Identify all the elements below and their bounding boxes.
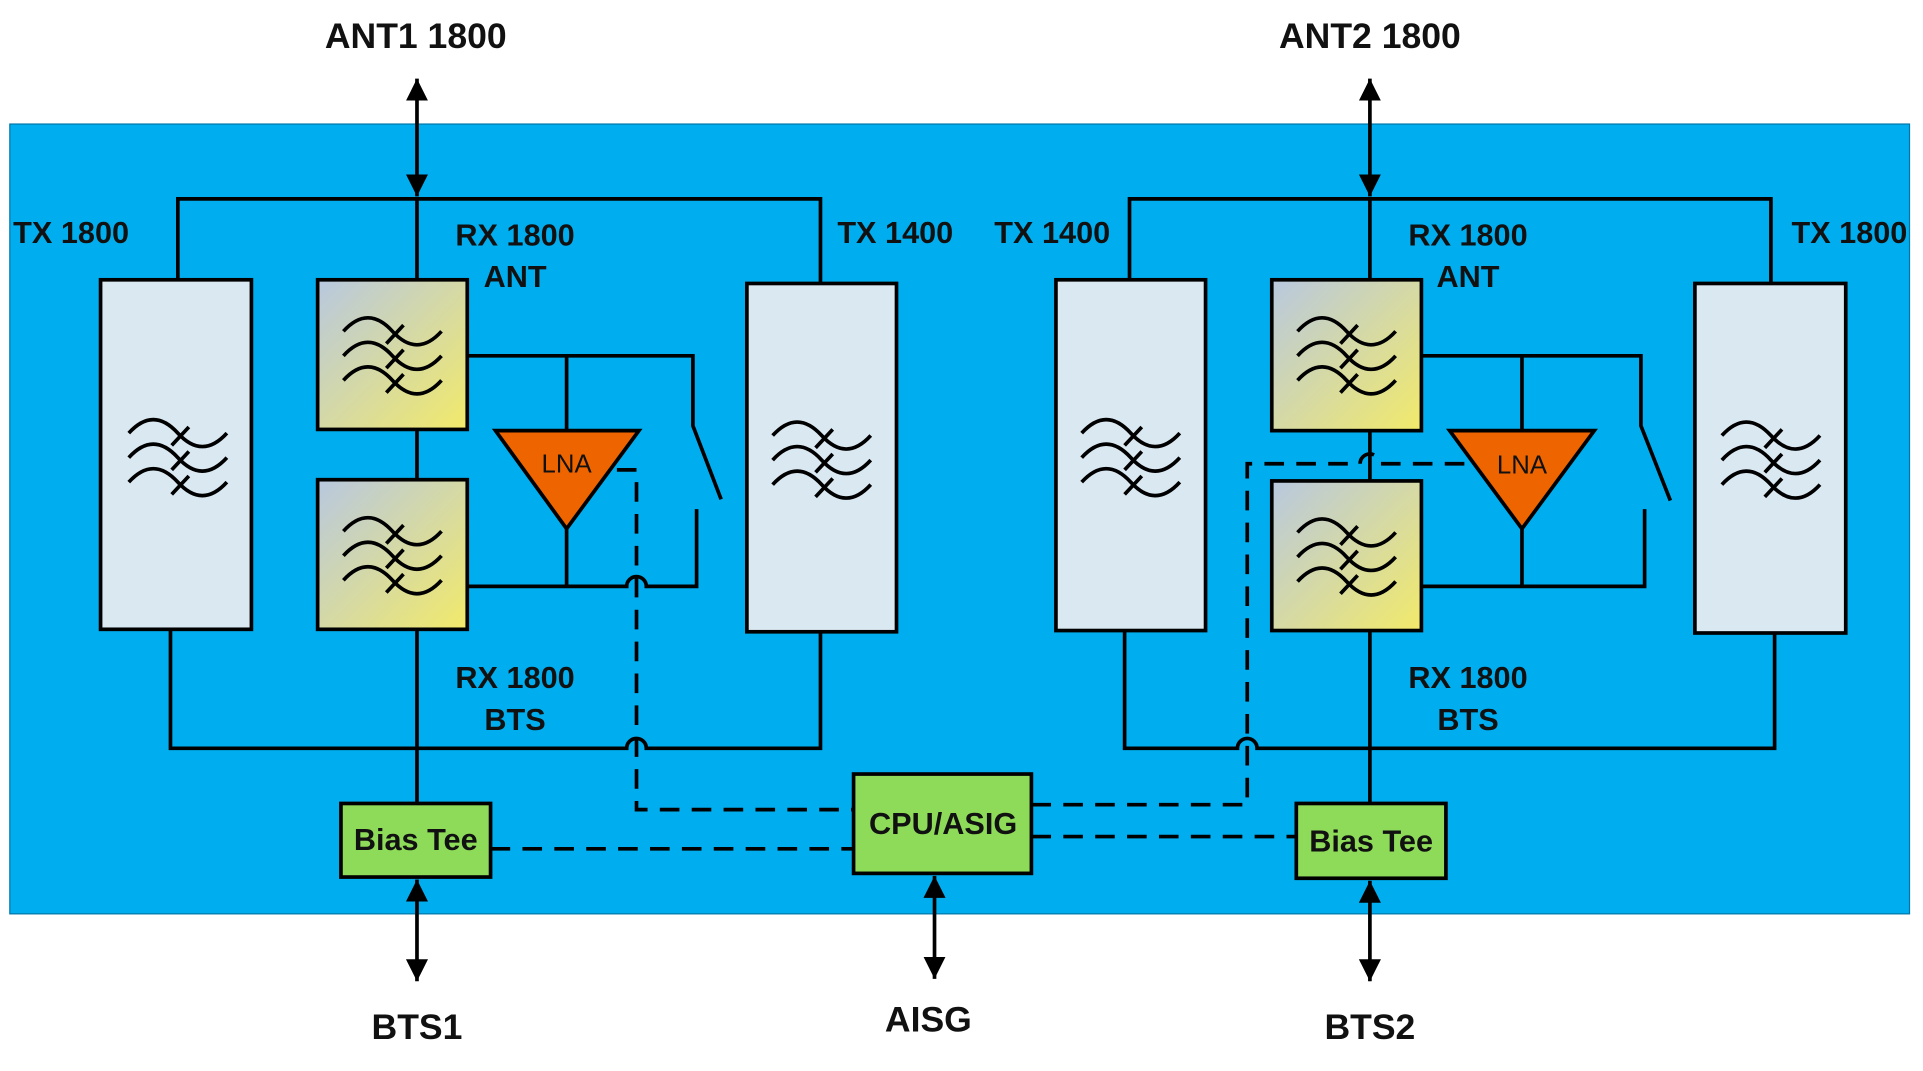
bias-tee-label: Bias Tee (354, 823, 478, 857)
cpu-asig-block (851, 772, 1034, 876)
cpu-label: CPU/ASIG (869, 807, 1017, 841)
lna-label: LNA (542, 450, 593, 478)
rx-ant-label: ANT (484, 260, 547, 294)
rx-bts-label: BTS (484, 703, 545, 737)
bias-tee-left (339, 801, 493, 879)
bias-tee-label: Bias Tee (1309, 824, 1433, 858)
tx-label: TX 1800 (1791, 216, 1907, 250)
tx-label: TX 1800 (13, 216, 129, 250)
lna-left (491, 428, 643, 532)
rx-ant-label: ANT (1436, 260, 1499, 294)
bts1-label: BTS1 (372, 1007, 463, 1047)
lna-right (1445, 428, 1598, 532)
tx-label: TX 1400 (994, 216, 1110, 250)
ant1-label: ANT1 1800 (325, 16, 507, 56)
rx-bts-label: RX 1800 (1408, 661, 1527, 695)
ant2-label: ANT2 1800 (1279, 16, 1461, 56)
left-path: LNA Bias Tee TX 1800 TX 1400 RX 1800 ANT… (13, 78, 953, 982)
tx-label: TX 1400 (837, 216, 953, 250)
rx-ant-label: RX 1800 (1408, 218, 1527, 252)
rx-ant-label: RX 1800 (455, 218, 574, 252)
aisg-label: AISG (885, 1000, 972, 1040)
bias-tee-right (1294, 801, 1448, 881)
rx-bts-label: RX 1800 (455, 661, 574, 695)
lna-label: LNA (1497, 452, 1548, 480)
right-path: LNA Bias Tee TX 1400 TX 1800 RX 1800 ANT… (994, 78, 1907, 982)
bts2-label: BTS2 (1324, 1007, 1415, 1047)
rx-bts-label: BTS (1437, 703, 1498, 737)
